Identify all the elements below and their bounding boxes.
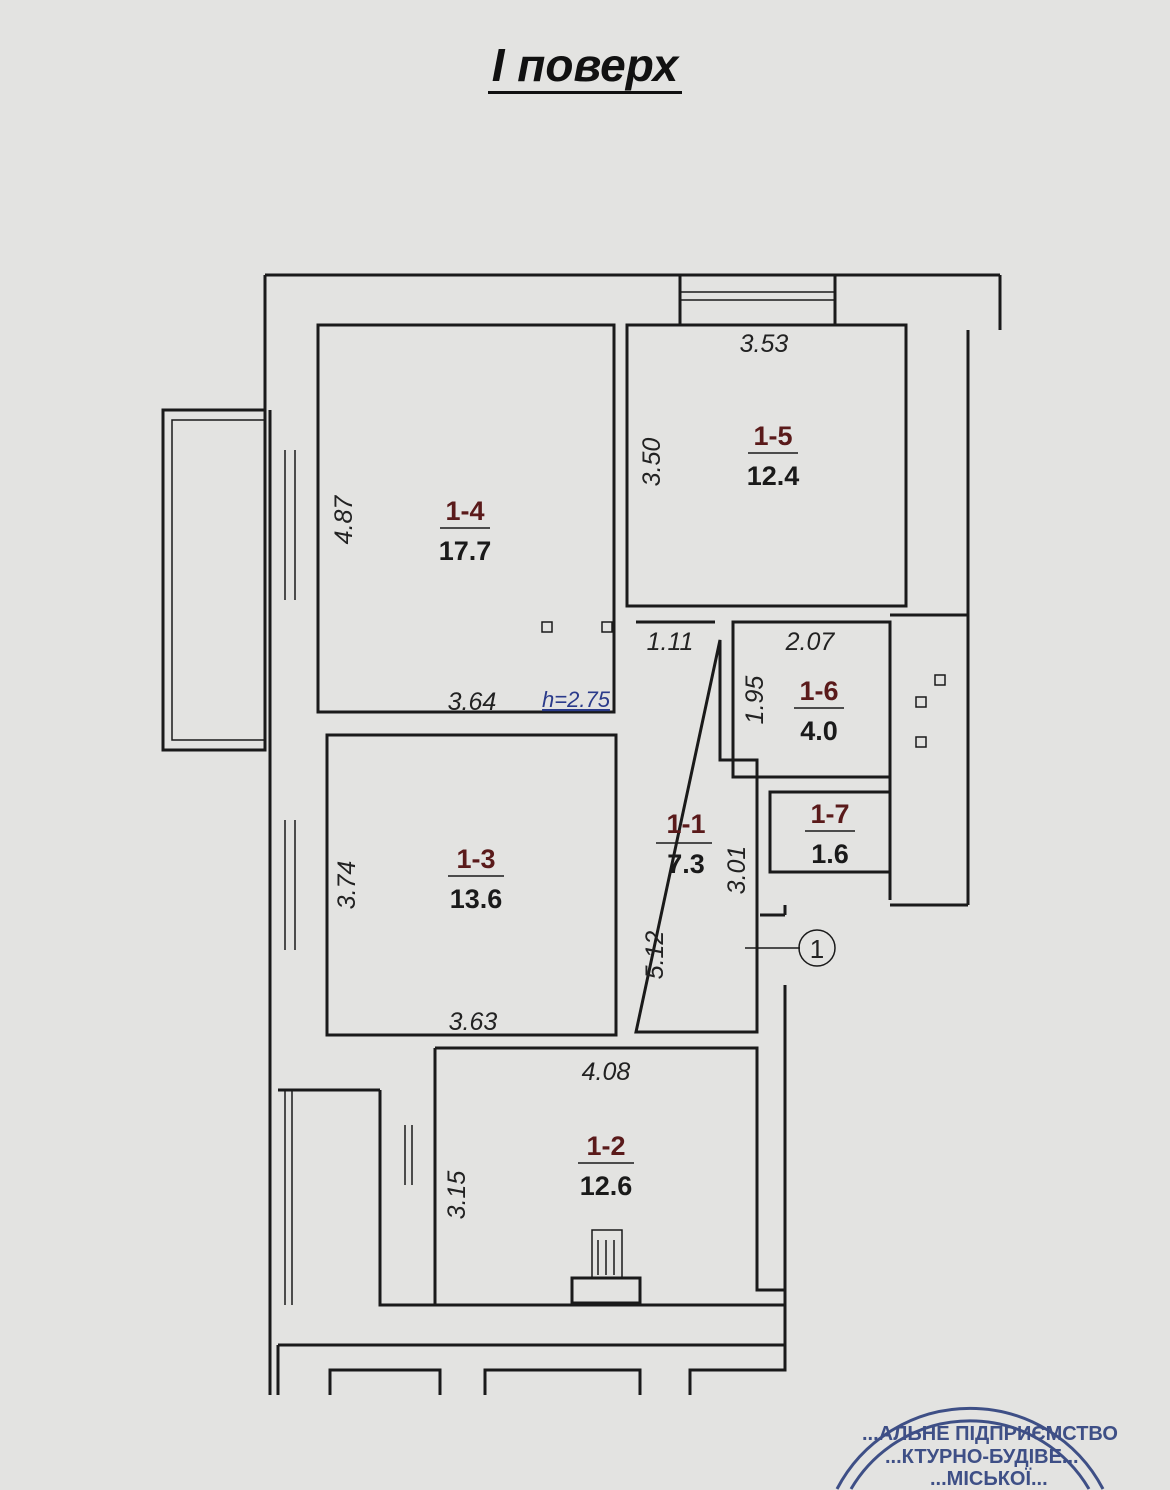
room-1-3: 1-3 13.6	[448, 844, 504, 914]
svg-text:...КТУРНО-БУДІВЕ...: ...КТУРНО-БУДІВЕ...	[885, 1446, 1079, 1468]
svg-text:7.3: 7.3	[667, 849, 705, 879]
room-1-1-outline	[634, 620, 759, 1034]
room-1-1: 1-1 7.3	[656, 809, 712, 879]
room-1-7: 1-7 1.6	[805, 799, 855, 869]
room-1-5: 1-5 12.4	[747, 421, 800, 491]
svg-text:5.12: 5.12	[641, 931, 669, 980]
svg-text:1-1: 1-1	[666, 809, 705, 839]
dimensions: 3.64 4.87 3.53 3.50 2.07 1.95 1.11 5.12 …	[330, 330, 835, 1219]
svg-text:...МІСЬКОЇ...: ...МІСЬКОЇ...	[930, 1467, 1048, 1490]
svg-text:4.87: 4.87	[330, 495, 358, 545]
svg-text:1-3: 1-3	[456, 844, 495, 874]
svg-text:1-4: 1-4	[445, 496, 484, 526]
svg-text:2.07: 2.07	[785, 628, 836, 656]
room-1-3-outline	[325, 733, 618, 1037]
room-1-4-outline	[316, 323, 616, 714]
svg-text:...АЛЬНЕ ПІДПРИЄМСТВО: ...АЛЬНЕ ПІДПРИЄМСТВО	[862, 1423, 1118, 1445]
svg-text:3.15: 3.15	[443, 1171, 471, 1220]
svg-text:3.64: 3.64	[448, 688, 497, 716]
svg-text:3.01: 3.01	[723, 846, 751, 895]
outer-walls	[263, 273, 1002, 1395]
svg-text:1-6: 1-6	[799, 676, 838, 706]
svg-text:1.95: 1.95	[741, 676, 769, 725]
svg-text:12.4: 12.4	[747, 461, 800, 491]
svg-text:3.50: 3.50	[638, 438, 666, 487]
svg-text:4.08: 4.08	[582, 1058, 631, 1086]
balcony	[161, 408, 267, 752]
room-1-4: 1-4 17.7	[439, 496, 492, 566]
ceiling-height-label: h=2.75	[542, 687, 611, 712]
svg-text:4.0: 4.0	[800, 716, 838, 746]
vent-duct-icon	[541, 621, 946, 748]
floor-title: I поверх	[0, 38, 1170, 94]
svg-text:1-5: 1-5	[753, 421, 792, 451]
svg-text:3.53: 3.53	[740, 330, 789, 358]
svg-text:1-2: 1-2	[586, 1131, 625, 1161]
svg-text:1.11: 1.11	[647, 628, 694, 656]
room-1-5-outline	[625, 323, 908, 608]
stove-icon	[570, 1229, 642, 1305]
svg-text:1: 1	[810, 934, 824, 964]
room-1-6: 1-6 4.0	[794, 676, 844, 746]
windows	[284, 291, 835, 1305]
svg-text:13.6: 13.6	[450, 884, 503, 914]
svg-text:3.63: 3.63	[449, 1008, 498, 1036]
entrance-marker: 1	[745, 929, 836, 967]
svg-text:1-7: 1-7	[810, 799, 849, 829]
company-stamp: ...АЛЬНЕ ПІДПРИЄМСТВО ...КТУРНО-БУДІВЕ..…	[835, 1406, 1118, 1490]
svg-text:3.74: 3.74	[333, 861, 361, 910]
svg-text:12.6: 12.6	[580, 1171, 633, 1201]
svg-text:17.7: 17.7	[439, 536, 492, 566]
svg-text:1.6: 1.6	[811, 839, 849, 869]
room-1-2: 1-2 12.6	[578, 1131, 634, 1201]
